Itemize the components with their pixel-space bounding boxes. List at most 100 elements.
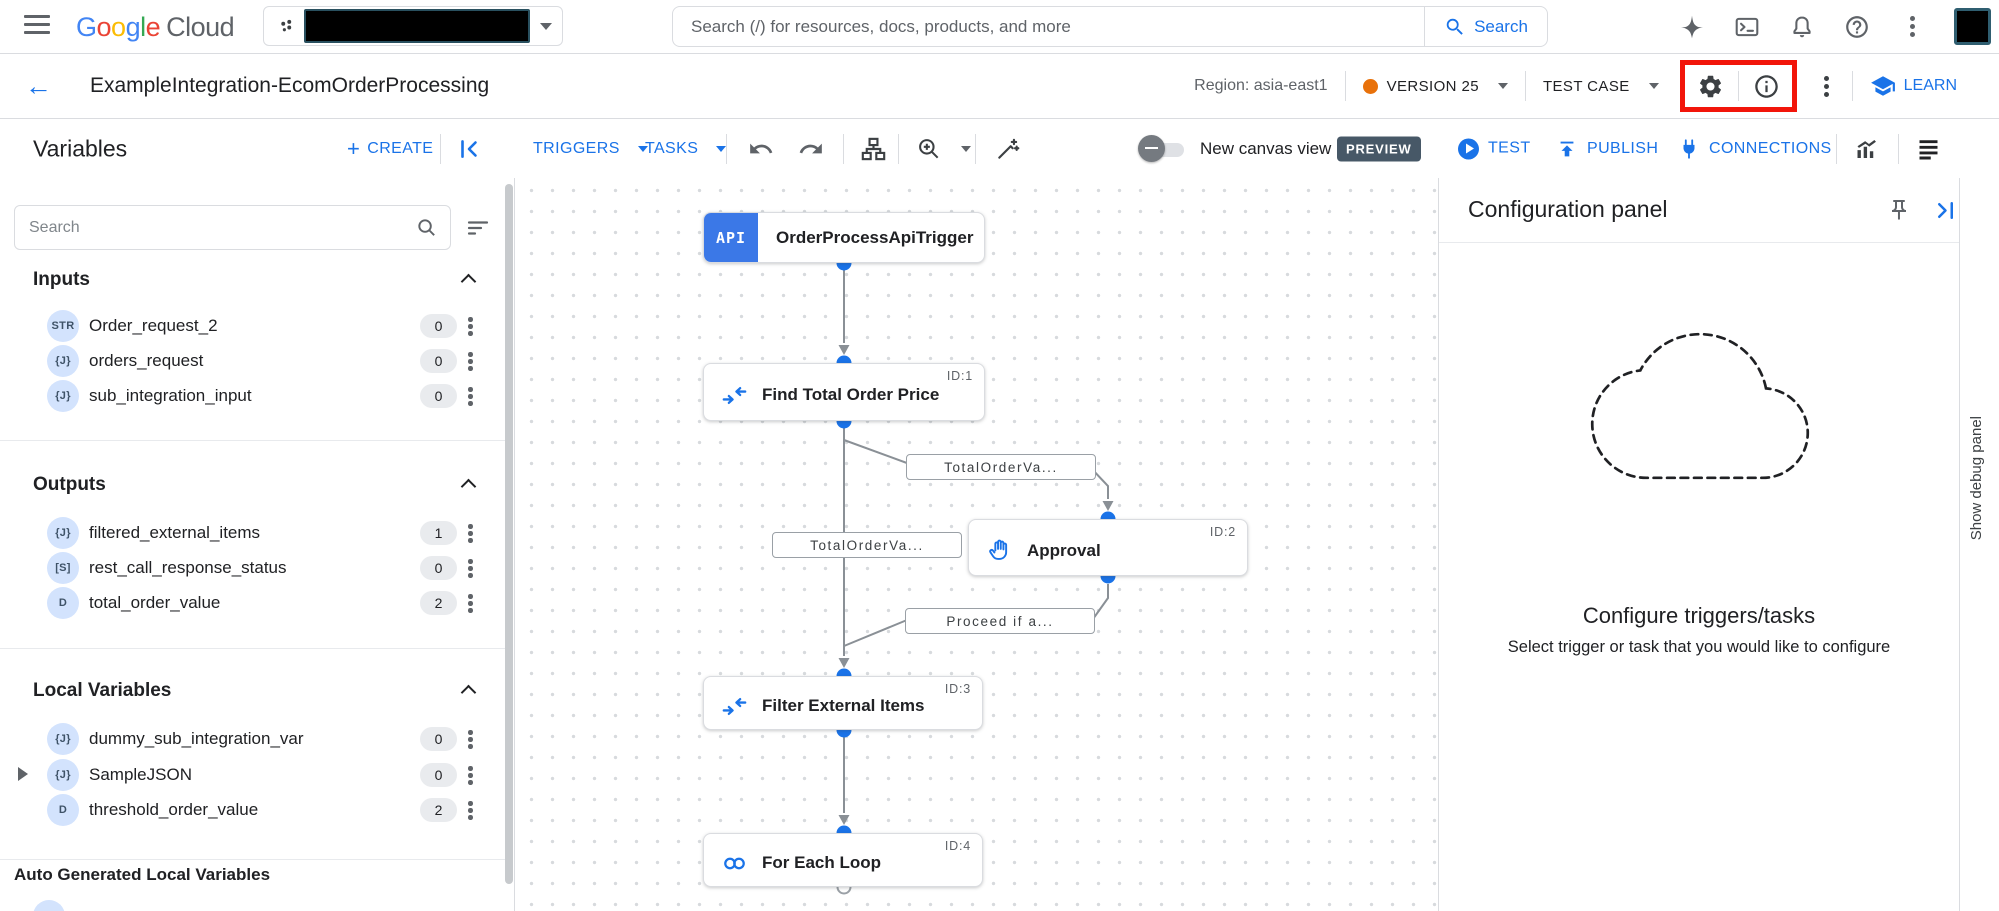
- sidebar-scrollbar[interactable]: [505, 184, 513, 884]
- variable-row[interactable]: STR Order_request_2 0: [0, 309, 505, 343]
- create-variable-button[interactable]: + CREATE: [347, 135, 434, 161]
- expand-arrow-icon[interactable]: [18, 767, 28, 781]
- data-mapping-icon: [722, 386, 747, 404]
- row-menu-icon[interactable]: [468, 524, 473, 529]
- show-debug-panel-strip[interactable]: Show debug panel: [1959, 178, 1999, 911]
- auto-layout-icon[interactable]: [860, 135, 887, 162]
- variable-row[interactable]: {J} filtered_external_items 1: [0, 516, 505, 550]
- node-approval[interactable]: ID:2 Approval: [968, 519, 1248, 576]
- config-empty-subtitle: Select trigger or task that you would li…: [1507, 638, 1891, 656]
- new-canvas-toggle[interactable]: [1138, 134, 1186, 162]
- pin-icon[interactable]: [1887, 198, 1911, 222]
- usage-count-badge: 0: [420, 349, 457, 373]
- magic-wand-icon[interactable]: [995, 136, 1021, 162]
- undo-icon[interactable]: [748, 136, 774, 162]
- graduation-cap-icon: [1870, 76, 1895, 96]
- type-badge: D: [47, 794, 79, 826]
- avatar[interactable]: [1954, 8, 1991, 45]
- search-icon: [1446, 18, 1463, 35]
- variables-sidebar: Inputs STR Order_request_2 0 {J} orders_…: [0, 178, 515, 911]
- project-name-redacted: [304, 9, 530, 43]
- variable-row[interactable]: D total_order_value 2: [0, 586, 505, 620]
- metrics-chart-icon[interactable]: [1853, 135, 1880, 162]
- test-button[interactable]: TEST: [1458, 138, 1531, 159]
- version-label: VERSION 25: [1386, 77, 1479, 95]
- test-case-dropdown[interactable]: TEST CASE: [1543, 78, 1659, 95]
- variable-row[interactable]: {J} SampleJSON 0: [0, 758, 505, 792]
- sort-filter-icon[interactable]: [466, 216, 490, 240]
- type-badge: STR: [47, 310, 79, 342]
- global-search-input[interactable]: [673, 7, 1424, 46]
- settings-gear-icon[interactable]: [1697, 73, 1724, 100]
- variable-row[interactable]: {J} dummy_sub_integration_var 0: [0, 722, 505, 756]
- chevron-down-icon: [540, 22, 552, 30]
- edge-label[interactable]: Proceed if a...: [905, 608, 1095, 634]
- notifications-bell-icon[interactable]: [1789, 14, 1815, 40]
- variable-row[interactable]: [S] rest_call_response_status 0: [0, 551, 505, 585]
- collapse-left-panel-icon[interactable]: [456, 136, 482, 162]
- collapse-right-panel-icon[interactable]: [1933, 198, 1958, 223]
- type-badge: [S]: [47, 552, 79, 584]
- row-menu-icon[interactable]: [468, 766, 473, 771]
- header-actions: Region: asia-east1 VERSION 25 TEST CASE: [1194, 54, 1957, 118]
- collapse-section-icon[interactable]: [462, 477, 476, 491]
- tasks-dropdown[interactable]: TASKS: [645, 140, 727, 158]
- usage-count-badge: 2: [420, 591, 457, 615]
- edge-label[interactable]: TotalOrderVa...: [772, 532, 962, 558]
- learn-label: LEARN: [1903, 77, 1957, 94]
- variables-search: [14, 205, 451, 250]
- triggers-dropdown[interactable]: TRIGGERS: [533, 140, 648, 158]
- type-badge: {J}: [47, 345, 79, 377]
- row-menu-icon[interactable]: [468, 801, 473, 806]
- type-badge: {J}: [47, 517, 79, 549]
- node-order-process-api-trigger[interactable]: API OrderProcessApiTrigger: [703, 212, 985, 263]
- type-badge: {J}: [47, 759, 79, 791]
- connections-button[interactable]: CONNECTIONS: [1678, 138, 1832, 160]
- row-menu-icon[interactable]: [468, 387, 473, 392]
- redo-icon[interactable]: [798, 136, 824, 162]
- search-button-label: Search: [1474, 16, 1528, 36]
- version-dropdown[interactable]: VERSION 25: [1362, 77, 1508, 95]
- variables-search-input[interactable]: [15, 218, 415, 237]
- collapse-section-icon[interactable]: [462, 272, 476, 286]
- variable-row[interactable]: D threshold_order_value 2: [0, 793, 505, 827]
- row-menu-icon[interactable]: [468, 559, 473, 564]
- row-menu-icon[interactable]: [468, 352, 473, 357]
- more-options-icon[interactable]: [1899, 14, 1925, 40]
- help-icon[interactable]: [1844, 14, 1870, 40]
- gemini-sparkle-icon[interactable]: [1679, 14, 1705, 40]
- collapse-section-icon[interactable]: [462, 683, 476, 697]
- row-menu-icon[interactable]: [468, 317, 473, 322]
- edge-label[interactable]: TotalOrderVa...: [906, 454, 1096, 480]
- integration-header: ← ExampleIntegration-EcomOrderProcessing…: [0, 54, 1999, 119]
- global-search-button[interactable]: Search: [1424, 7, 1547, 46]
- row-menu-icon[interactable]: [468, 594, 473, 599]
- menu-icon[interactable]: [24, 15, 50, 37]
- region-label: Region: asia-east1: [1194, 77, 1328, 94]
- info-icon[interactable]: [1753, 73, 1780, 100]
- zoom-control[interactable]: [916, 136, 971, 162]
- variable-row[interactable]: {J} orders_request 0: [0, 344, 505, 378]
- logs-icon[interactable]: [1915, 135, 1942, 162]
- project-selector[interactable]: [263, 6, 563, 46]
- node-filter-external-items[interactable]: ID:3 Filter External Items: [703, 676, 983, 730]
- back-arrow-icon[interactable]: ←: [25, 70, 52, 101]
- node-find-total-order-price[interactable]: ID:1 Find Total Order Price: [703, 363, 985, 421]
- learn-button[interactable]: LEARN: [1870, 73, 1957, 99]
- variable-row[interactable]: {J} sub_integration_input 0: [0, 379, 505, 413]
- preview-badge: PREVIEW: [1337, 136, 1421, 161]
- usage-count-badge: 0: [420, 314, 457, 338]
- type-badge: {J}: [47, 380, 79, 412]
- publish-button[interactable]: PUBLISH: [1556, 138, 1658, 160]
- header-more-options-icon[interactable]: [1823, 75, 1829, 81]
- type-badge: {J}: [47, 723, 79, 755]
- global-search: Search: [672, 6, 1548, 47]
- node-for-each-loop[interactable]: ID:4 For Each Loop: [703, 833, 983, 887]
- row-menu-icon[interactable]: [468, 730, 473, 735]
- new-canvas-label: New canvas view: [1200, 138, 1332, 158]
- configuration-panel: Configuration panel Configure triggers/t…: [1438, 178, 1959, 911]
- integration-canvas[interactable]: TotalOrderVa... TotalOrderVa... Proceed …: [515, 178, 1438, 911]
- cloud-shell-icon[interactable]: [1734, 14, 1760, 40]
